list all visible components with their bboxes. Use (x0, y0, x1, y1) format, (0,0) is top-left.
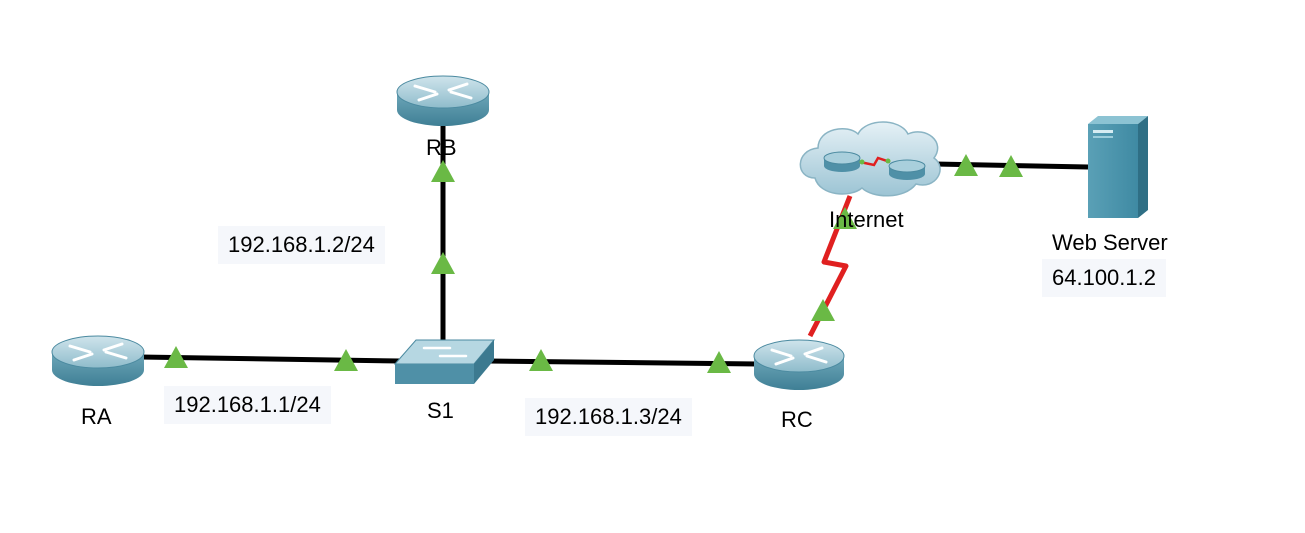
ip-label-rb: 192.168.1.2/24 (218, 226, 385, 264)
ip-label-rc: 192.168.1.3/24 (525, 398, 692, 436)
link-up-icon (334, 349, 358, 371)
link-ra-s1 (139, 354, 401, 364)
device-label-web-server: Web Server (1052, 230, 1168, 255)
link-up-icon (164, 346, 188, 368)
link-up-icon (999, 155, 1023, 177)
link-up-icon (431, 252, 455, 274)
device-label-rb: RB (426, 135, 457, 160)
internet-cloud-icon[interactable] (799, 121, 941, 197)
router-rb-icon[interactable] (396, 75, 490, 126)
router-ra-icon[interactable] (51, 335, 145, 386)
internet-internal-serial-link (859, 156, 891, 167)
switch-s1-icon[interactable] (393, 339, 496, 384)
device-label-s1: S1 (427, 398, 454, 423)
device-label-internet: Internet (829, 207, 904, 232)
router-rc-icon[interactable] (753, 339, 845, 390)
link-up-icon (529, 349, 553, 371)
link-status-indicators (164, 154, 1023, 373)
link-up-icon (707, 351, 731, 373)
ip-label-ra: 192.168.1.1/24 (164, 386, 331, 424)
link-up-icon (954, 154, 978, 176)
web-server-icon[interactable] (1088, 116, 1148, 218)
device-label-rc: RC (781, 407, 813, 432)
internet-router-left-icon (823, 151, 861, 172)
ip-label-web-server: 64.100.1.2 (1042, 259, 1166, 297)
link-up-icon (833, 207, 857, 229)
link-up-icon (431, 160, 455, 182)
link-up-icon (811, 299, 835, 321)
device-label-ra: RA (81, 404, 112, 429)
internet-router-right-icon (888, 159, 926, 180)
